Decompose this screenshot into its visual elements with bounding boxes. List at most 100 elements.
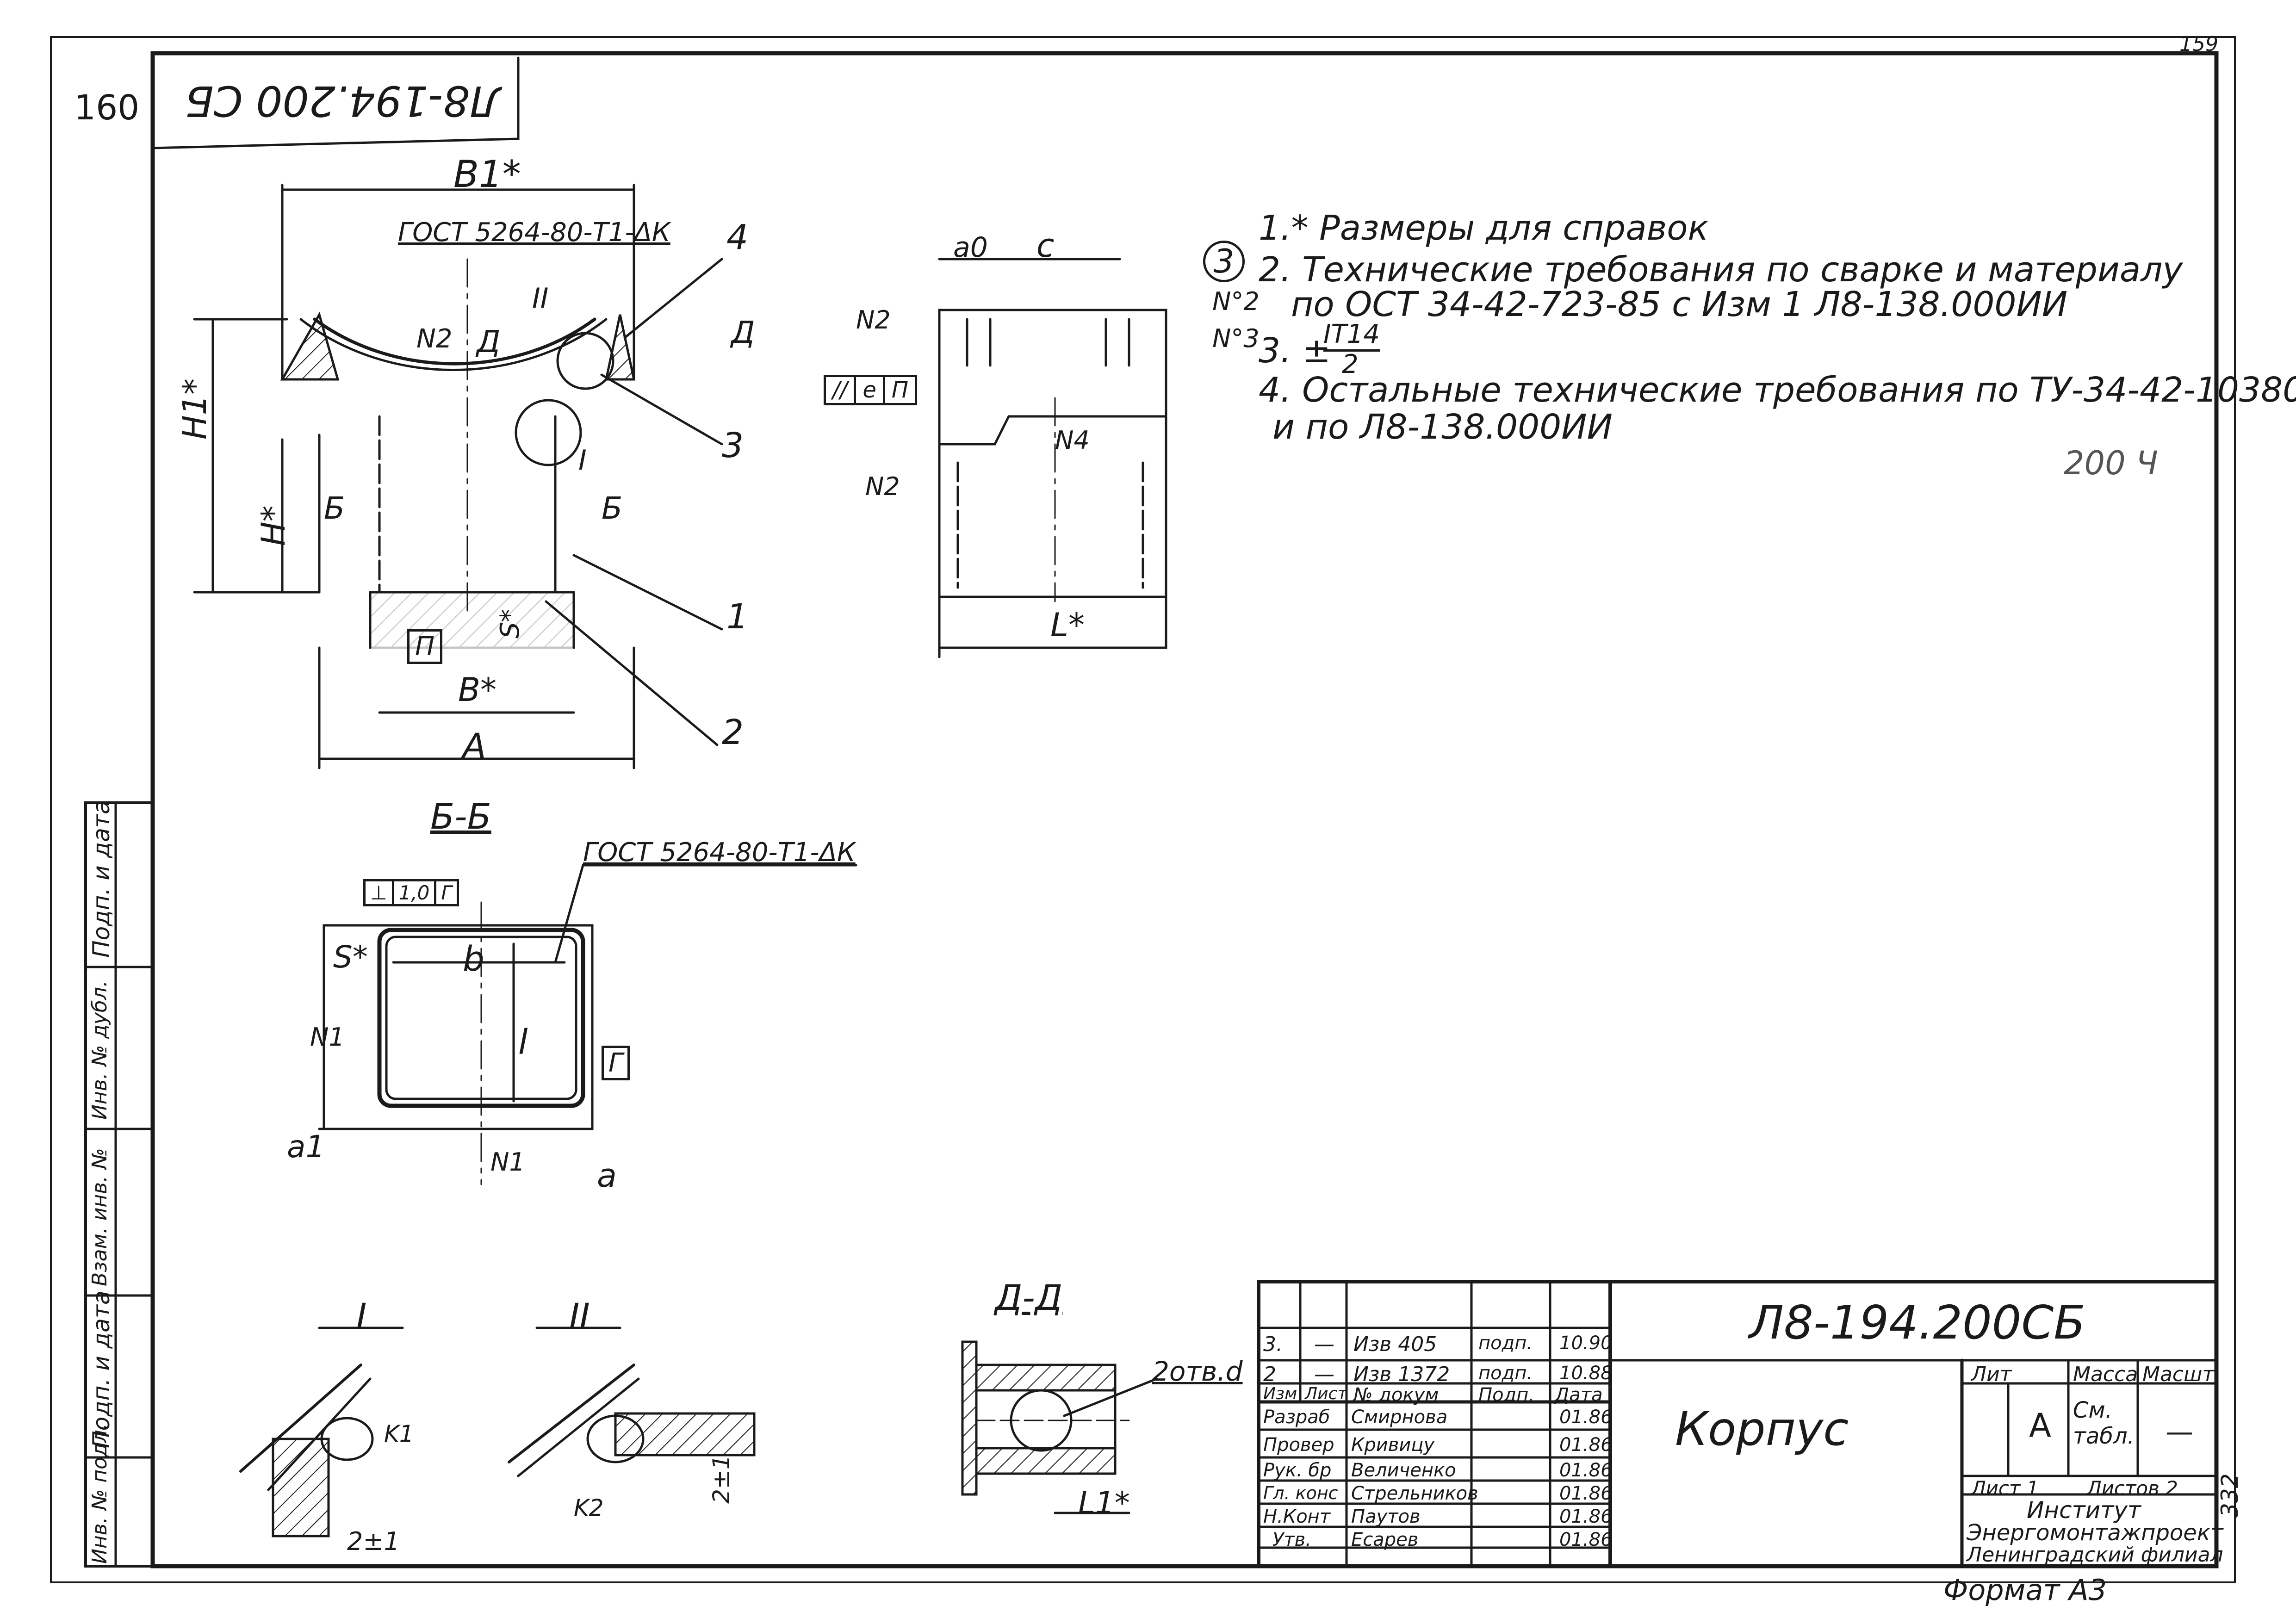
- dim-k1: K1: [384, 1420, 414, 1447]
- role-5-name: Есарев: [1351, 1529, 1419, 1550]
- dim-b-star: B*: [458, 671, 497, 709]
- role-3-name: Стрельников: [1351, 1483, 1478, 1504]
- rev3-sign: подп.: [1478, 1333, 1533, 1354]
- sheet-count: Листов 2: [2087, 1477, 2178, 1500]
- dim-s: S*: [495, 609, 525, 638]
- role-0-date: 01.86: [1559, 1407, 1613, 1428]
- saddle-inner: [313, 317, 596, 366]
- label-n2-low: N2: [865, 472, 900, 501]
- section-d-right: Д: [731, 315, 755, 350]
- org-line-3: Ленинградский филиал: [1967, 1543, 2223, 1567]
- section-b-left: Б: [324, 490, 345, 526]
- detail-ii-title: II: [569, 1295, 590, 1337]
- label-n3: N°3: [1212, 324, 1260, 353]
- dim-c: c: [1036, 227, 1055, 265]
- stamp-orig-inv: Инв. № подл.: [88, 1423, 112, 1564]
- format-label: Формат А3: [1943, 1573, 2107, 1607]
- org-line-1: Институт: [2027, 1497, 2141, 1524]
- tol-bb-sym: ⊥: [366, 881, 394, 904]
- note-3-denominator: 2: [1342, 349, 1359, 379]
- role-4: Н.Конт: [1263, 1506, 1331, 1527]
- rev2-date: 10.88: [1559, 1363, 1613, 1384]
- base-p-box: П: [407, 629, 443, 664]
- gost-main: ГОСТ 5264-80-Т1-ΔК: [398, 217, 670, 248]
- role-4-name: Паутов: [1351, 1506, 1421, 1527]
- role-1-name: Кривицу: [1351, 1434, 1435, 1456]
- rev2-list: —: [1314, 1363, 1334, 1386]
- hdr-date: Дата: [1555, 1384, 1603, 1406]
- left-stamp: [84, 801, 154, 1568]
- tol-base: П: [891, 377, 908, 403]
- role-4-date: 01.86: [1559, 1506, 1613, 1527]
- note-2: 2. Технические требования по сварке и ма…: [1259, 250, 2183, 290]
- label-n1-b: N1: [490, 1147, 525, 1177]
- base-g-box: Г: [602, 1046, 630, 1080]
- dim-a1-bb: a1: [287, 1129, 325, 1165]
- note-1: 1.* Размеры для справок: [1259, 208, 1709, 248]
- dim-l-bb: l: [518, 1023, 528, 1062]
- saddle-outer: [299, 318, 608, 372]
- role-2-date: 01.86: [1559, 1460, 1613, 1481]
- pos-1: 1: [726, 597, 749, 637]
- dim-k2: K2: [574, 1494, 604, 1521]
- label-n1-a: N1: [310, 1023, 345, 1052]
- rev3-date: 10.90: [1559, 1333, 1613, 1354]
- page-number-right: 159: [2179, 32, 2218, 56]
- pos-3: 3: [722, 426, 744, 465]
- dim-s-bb: S*: [333, 939, 368, 975]
- hdr-izm: Изм: [1263, 1384, 1297, 1403]
- dim-l-side: L*: [1050, 606, 1085, 644]
- role-0-name: Смирнова: [1351, 1407, 1448, 1428]
- label-n2-top: N2: [856, 305, 891, 335]
- dim-2pm1-ii: 2±1: [708, 1455, 735, 1504]
- dim-a0: a0: [953, 231, 988, 264]
- pos-2: 2: [722, 713, 744, 752]
- role-3-date: 01.86: [1559, 1483, 1613, 1504]
- detail-ii-mark: II: [532, 282, 549, 315]
- section-dd-title: Д-Д: [995, 1277, 1063, 1318]
- tol-bb-base: Г: [441, 881, 452, 904]
- tol-val: e: [856, 377, 885, 403]
- side-number: 332: [2216, 1473, 2243, 1518]
- hdr-doc: № докум: [1353, 1384, 1439, 1406]
- tolerance-frame-side: // e П: [824, 375, 917, 405]
- rev3-doc: Изв 405: [1353, 1333, 1437, 1356]
- pos-4: 4: [726, 217, 749, 257]
- note-4: 4. Остальные технические требования по Т…: [1259, 370, 2296, 410]
- role-2-name: Величенко: [1351, 1460, 1456, 1481]
- gost-bb: ГОСТ 5264-80-Т1-ΔК: [583, 837, 856, 868]
- hdr-list: Лист: [1305, 1384, 1347, 1403]
- role-2: Рук. бр: [1263, 1460, 1332, 1481]
- rev2-doc: Изв 1372: [1353, 1363, 1450, 1386]
- stamp-dup-inv: Инв. № дубл.: [88, 980, 112, 1120]
- code-box: [151, 56, 520, 149]
- dim-a: A: [463, 726, 486, 766]
- title-block: [1257, 1280, 2218, 1568]
- title-code: Л8-194.200СБ: [1749, 1295, 2085, 1350]
- role-5: Утв.: [1272, 1529, 1311, 1550]
- dim-2pm1-i: 2±1: [347, 1527, 400, 1556]
- scale-label: Масшт: [2142, 1363, 2215, 1386]
- label-n2-right: N°2: [1212, 287, 1260, 316]
- note-4-cont: и по Л8-138.000ИИ: [1272, 407, 1613, 447]
- rev3-list: —: [1314, 1333, 1334, 1356]
- note-marker: 3: [1203, 241, 1245, 282]
- scale-value: —: [2166, 1416, 2193, 1448]
- role-1-date: 01.86: [1559, 1434, 1613, 1456]
- dim-l1: L1*: [1078, 1485, 1130, 1521]
- role-3: Гл. конс: [1263, 1483, 1338, 1503]
- tol-bb-val: 1,0: [394, 881, 437, 904]
- handwritten-note: 200 Ч: [2064, 444, 2158, 482]
- rev2-izm: 2: [1263, 1363, 1276, 1386]
- org-line-2: Энергомонтажпроект: [1967, 1520, 2223, 1546]
- mass-label: Масса: [2073, 1363, 2138, 1386]
- rev2-sign: подп.: [1478, 1363, 1533, 1384]
- holes-label: 2отв.d: [1152, 1356, 1243, 1387]
- tol-sym: //: [826, 377, 856, 403]
- section-d-left: Д: [477, 324, 501, 360]
- role-1: Провер: [1263, 1434, 1334, 1456]
- page-number-left: 160: [74, 88, 140, 128]
- tolerance-frame-bb: ⊥ 1,0 Г: [363, 879, 459, 906]
- note-2-cont: по ОСТ 34-42-723-85 с Изм 1 Л8-138.000ИИ: [1291, 285, 2068, 324]
- lit-label: Лит: [1971, 1363, 2012, 1386]
